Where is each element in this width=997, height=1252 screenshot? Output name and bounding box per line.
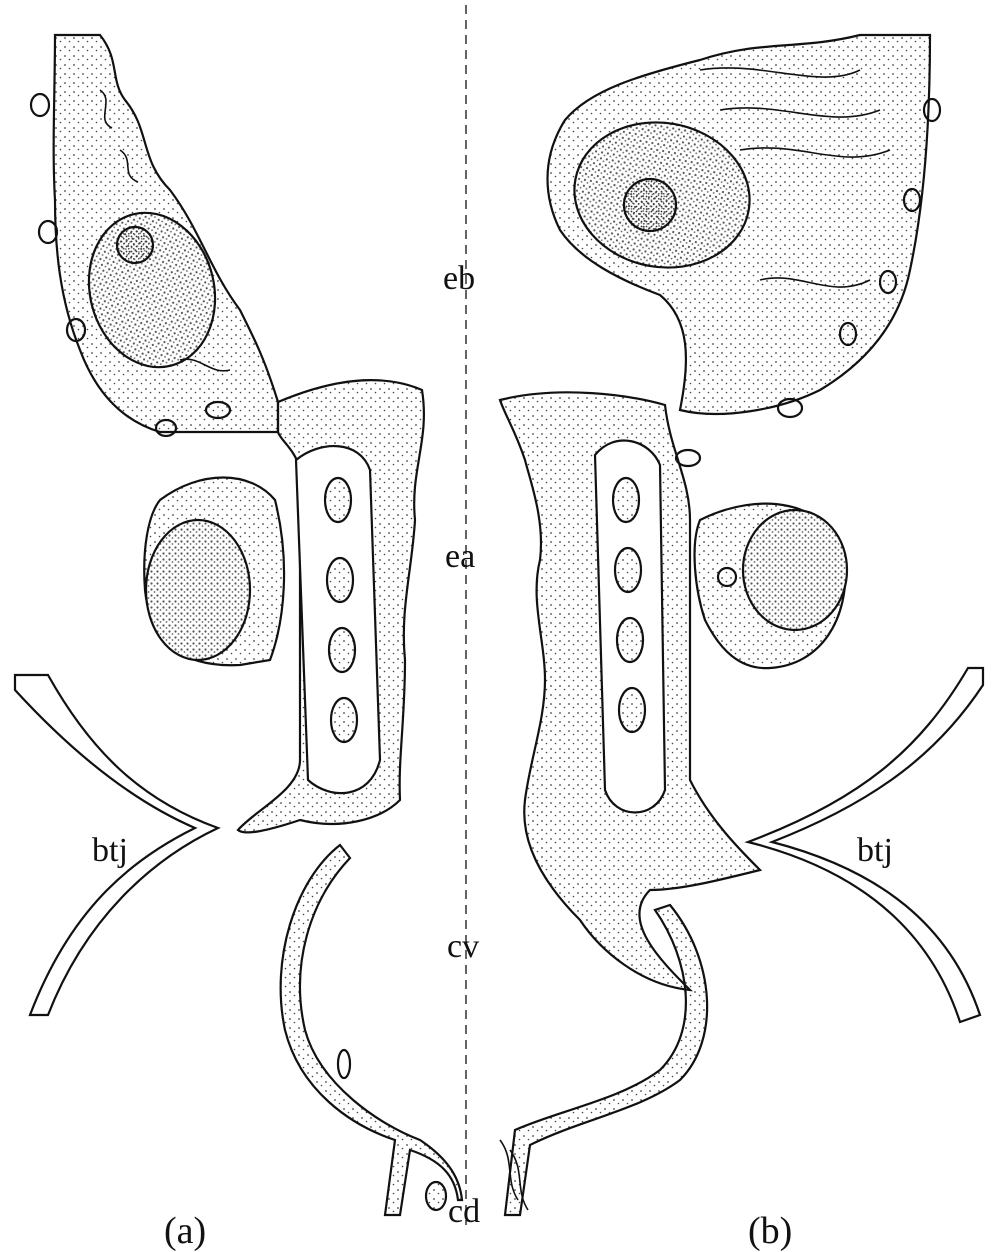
label-ea: ea bbox=[445, 540, 475, 574]
label-cv: cv bbox=[447, 930, 479, 964]
nucleolus-b bbox=[624, 179, 676, 231]
panel-label-a: (a) bbox=[164, 1212, 206, 1250]
nucleolus-a bbox=[117, 227, 153, 263]
label-eb: eb bbox=[443, 262, 475, 296]
nucleus-b-pericyte bbox=[743, 510, 847, 630]
panel-label-b: (b) bbox=[748, 1212, 792, 1250]
label-btj-right: btj bbox=[857, 834, 893, 868]
panel-a-drawing bbox=[15, 35, 462, 1215]
capillary-vessel-a bbox=[281, 845, 462, 1215]
panel-b-drawing bbox=[500, 35, 983, 1215]
label-btj-left: btj bbox=[92, 834, 128, 868]
label-cd: cd bbox=[448, 1195, 480, 1229]
nucleus-a-pericyte bbox=[146, 520, 250, 660]
